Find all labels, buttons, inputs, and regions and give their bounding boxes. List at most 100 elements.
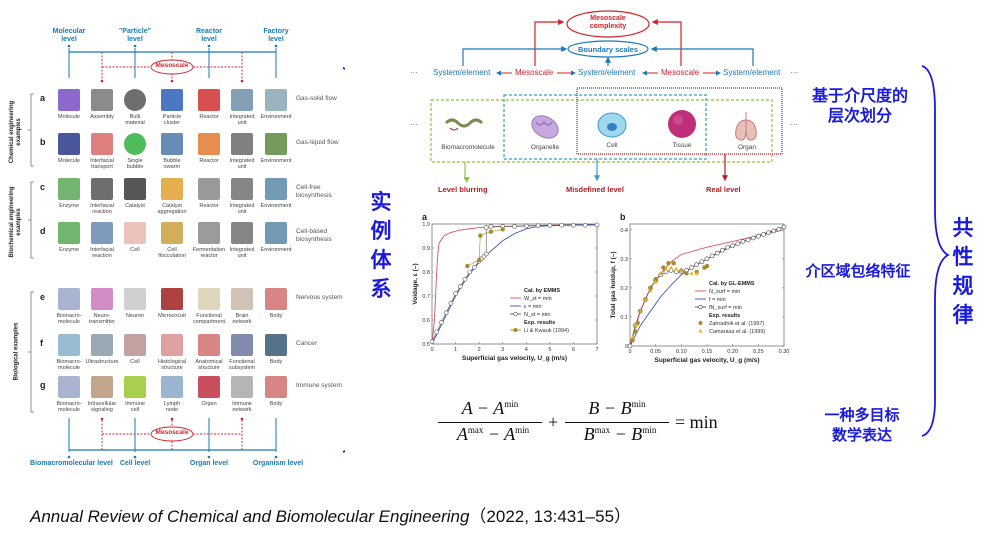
example-item-label: Functional compartment bbox=[192, 313, 226, 325]
y-tick-label: 0.2 bbox=[620, 286, 628, 292]
example-item-label: Interfacial transport bbox=[90, 158, 114, 170]
example-item-label: Interfacial reaction bbox=[90, 203, 114, 215]
data-point bbox=[669, 265, 674, 270]
legend-title: Cal. by GL-EMMS bbox=[709, 281, 755, 287]
data-point bbox=[535, 223, 541, 228]
y-tick-label: 0.7 bbox=[422, 294, 430, 300]
x-tick-label: 0.25 bbox=[753, 349, 764, 355]
example-item-label: Cell bbox=[130, 247, 140, 253]
example-item-label: Assembly bbox=[90, 114, 114, 120]
bio-level-tissue: Tissue bbox=[672, 142, 692, 149]
example-item-label: Fermentation reactor bbox=[192, 247, 226, 259]
chain-system-element-3: System/element bbox=[723, 68, 781, 77]
data-point bbox=[689, 265, 694, 270]
top-level-molecular: Molecular level bbox=[52, 28, 86, 43]
row-description: Cell-free biosynthesis bbox=[296, 184, 332, 199]
data-point bbox=[704, 263, 710, 269]
left-hierarchy-diagram: Molecular level "Particle" level Reactor… bbox=[0, 0, 345, 480]
x-tick-label: 0.05 bbox=[650, 349, 661, 355]
example-thumbnail-icon bbox=[265, 222, 287, 244]
y-axis-label: Total gas holdup, f (–) bbox=[610, 251, 617, 318]
series-line bbox=[467, 229, 503, 267]
legend-label: f = min bbox=[709, 297, 726, 303]
mesoscale-diagram-lines bbox=[430, 10, 783, 183]
data-point bbox=[653, 279, 658, 284]
data-point bbox=[661, 265, 666, 270]
data-point bbox=[648, 288, 653, 293]
data-point bbox=[483, 225, 489, 230]
example-item-label: Integrated unit bbox=[229, 203, 255, 215]
row-description: Gas-solid flow bbox=[296, 95, 337, 102]
data-point bbox=[745, 237, 751, 243]
example-thumbnail-icon bbox=[124, 133, 146, 155]
x-tick-label: 0.30 bbox=[779, 349, 790, 355]
series-line bbox=[431, 224, 598, 345]
example-thumbnail-icon bbox=[124, 178, 146, 200]
fraction-2-denominator: Bmax − Bmin bbox=[583, 424, 657, 444]
data-point bbox=[673, 269, 679, 275]
row-description: Immune system bbox=[296, 382, 342, 389]
data-point bbox=[730, 243, 735, 249]
chain-ellipsis-right: ··· bbox=[790, 68, 798, 77]
bio-level-organelle: Organelle bbox=[530, 144, 560, 151]
left-brace-label-char: 系 bbox=[370, 277, 392, 301]
data-point bbox=[462, 276, 468, 282]
example-item-label: Lymph node bbox=[163, 401, 181, 413]
citation-journal: Annual Review of Chemical and Biomolecul… bbox=[30, 507, 470, 526]
row-letter: a bbox=[40, 93, 46, 103]
example-thumbnail-icon bbox=[124, 222, 146, 244]
data-point bbox=[571, 222, 576, 228]
cell-icon bbox=[597, 112, 627, 138]
legend-label: Zahradnik et al. (1997) bbox=[709, 321, 765, 327]
x-tick-label: 1 bbox=[454, 347, 457, 353]
example-thumbnail-icon bbox=[58, 288, 80, 310]
bio-ellipsis-left: ··· bbox=[410, 120, 418, 129]
example-thumbnail-icon bbox=[58, 376, 80, 398]
formula-annotation-line2: 数学表达 bbox=[831, 426, 892, 444]
data-point bbox=[709, 253, 715, 259]
legend-title: Cal. by EMMS bbox=[524, 288, 560, 294]
example-thumbnail-icon bbox=[198, 178, 220, 200]
example-thumbnail-icon bbox=[91, 222, 113, 244]
row-letter: f bbox=[40, 338, 43, 348]
organelle-icon bbox=[531, 115, 559, 139]
left-brace-label-char: 例 bbox=[370, 219, 392, 243]
data-point bbox=[725, 244, 730, 250]
data-point bbox=[740, 239, 746, 244]
example-item-label: Body bbox=[269, 401, 283, 407]
chain-system-element-2: System/element bbox=[578, 68, 636, 77]
data-point bbox=[756, 233, 761, 239]
example-item-label: Immune network bbox=[232, 401, 252, 413]
hierarchy-annotation-line2: 层次划分 bbox=[827, 106, 892, 125]
data-point bbox=[488, 224, 494, 229]
example-thumbnail-icon bbox=[58, 133, 80, 155]
data-point bbox=[714, 250, 720, 256]
y-axis-label: Voidage, ε (–) bbox=[412, 263, 419, 304]
data-point bbox=[559, 222, 564, 228]
example-thumbnail-icon bbox=[161, 133, 183, 155]
legend-label: Li & Kwauk (1994) bbox=[524, 328, 569, 334]
left-curly-brace bbox=[342, 67, 345, 453]
x-tick-label: 7 bbox=[595, 347, 598, 353]
example-thumbnail-icon bbox=[161, 376, 183, 398]
example-item-label: Ultrastructure bbox=[85, 359, 119, 365]
example-thumbnail-icon bbox=[91, 178, 113, 200]
example-thumbnail-icon bbox=[231, 89, 253, 111]
example-thumbnail-icon bbox=[265, 133, 287, 155]
example-thumbnail-icon bbox=[198, 222, 220, 244]
left-brace-label-char: 实 bbox=[370, 190, 392, 214]
data-point bbox=[694, 262, 700, 267]
example-item-label: Organ bbox=[201, 401, 217, 407]
bottom-level-organism: Organism level bbox=[252, 460, 304, 467]
row-letter: g bbox=[40, 380, 46, 390]
data-point bbox=[761, 232, 766, 237]
example-thumbnail-icon bbox=[198, 334, 220, 356]
legend-marker bbox=[513, 311, 518, 317]
data-point bbox=[735, 241, 741, 247]
example-item-label: Enzyme bbox=[59, 247, 79, 253]
fraction-1-numerator: A − Amin bbox=[461, 398, 519, 418]
y-tick-label: 0.3 bbox=[620, 257, 628, 263]
data-point bbox=[635, 320, 640, 325]
